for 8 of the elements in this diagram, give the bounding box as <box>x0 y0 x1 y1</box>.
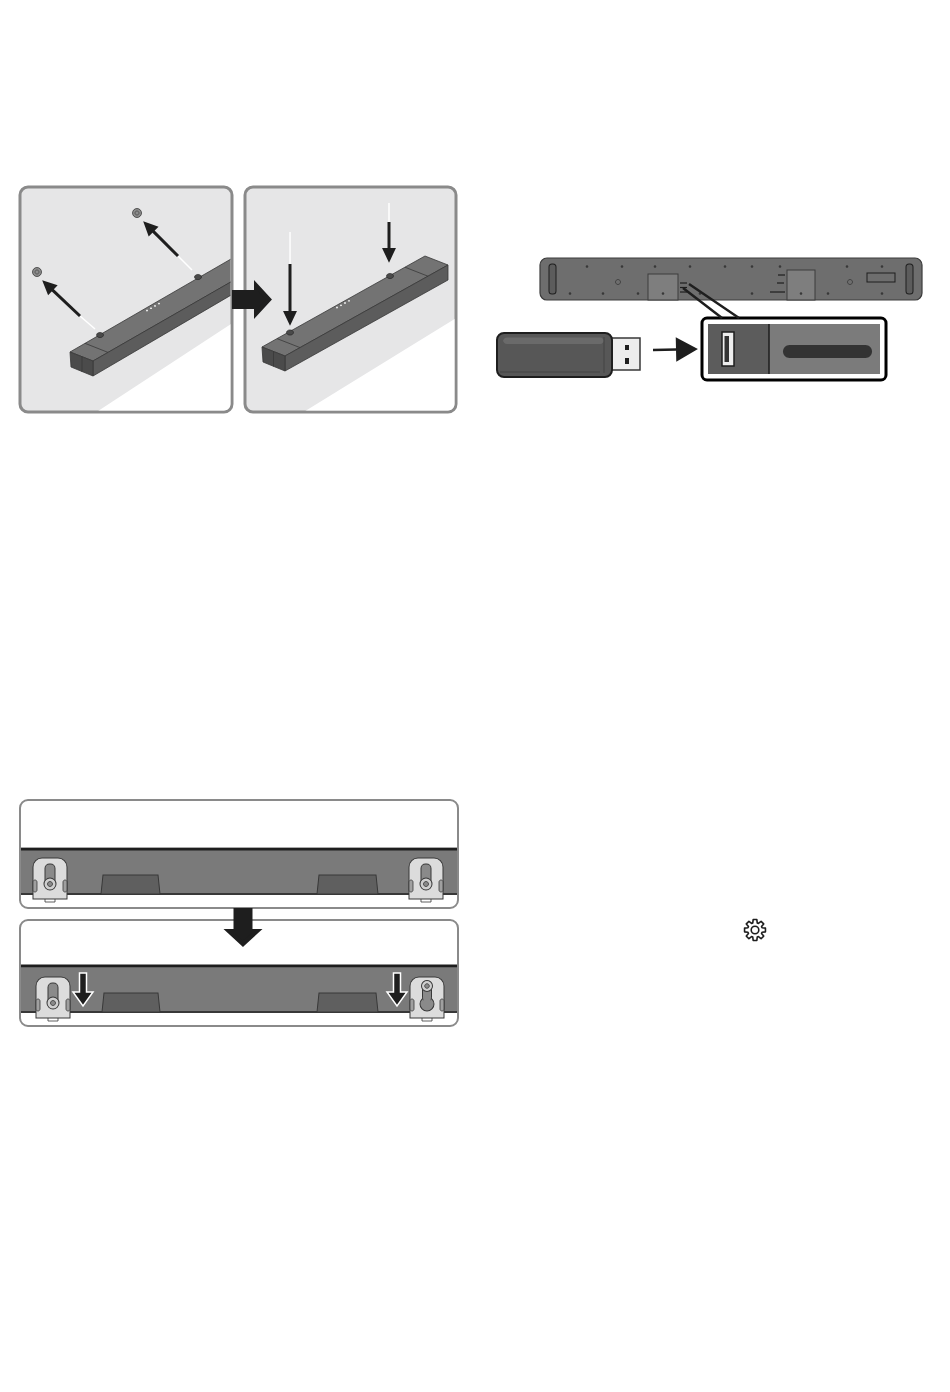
wall-bracket-illustration <box>19 919 459 1027</box>
callout-line <box>681 282 741 320</box>
soundbar-illustration <box>243 185 458 414</box>
wall-bracket-illustration <box>19 799 459 909</box>
soundbar-illustration <box>18 185 234 414</box>
soundbar-rear-view <box>539 257 923 301</box>
usb-port-closeup <box>700 316 888 382</box>
usb-drive <box>496 332 641 378</box>
